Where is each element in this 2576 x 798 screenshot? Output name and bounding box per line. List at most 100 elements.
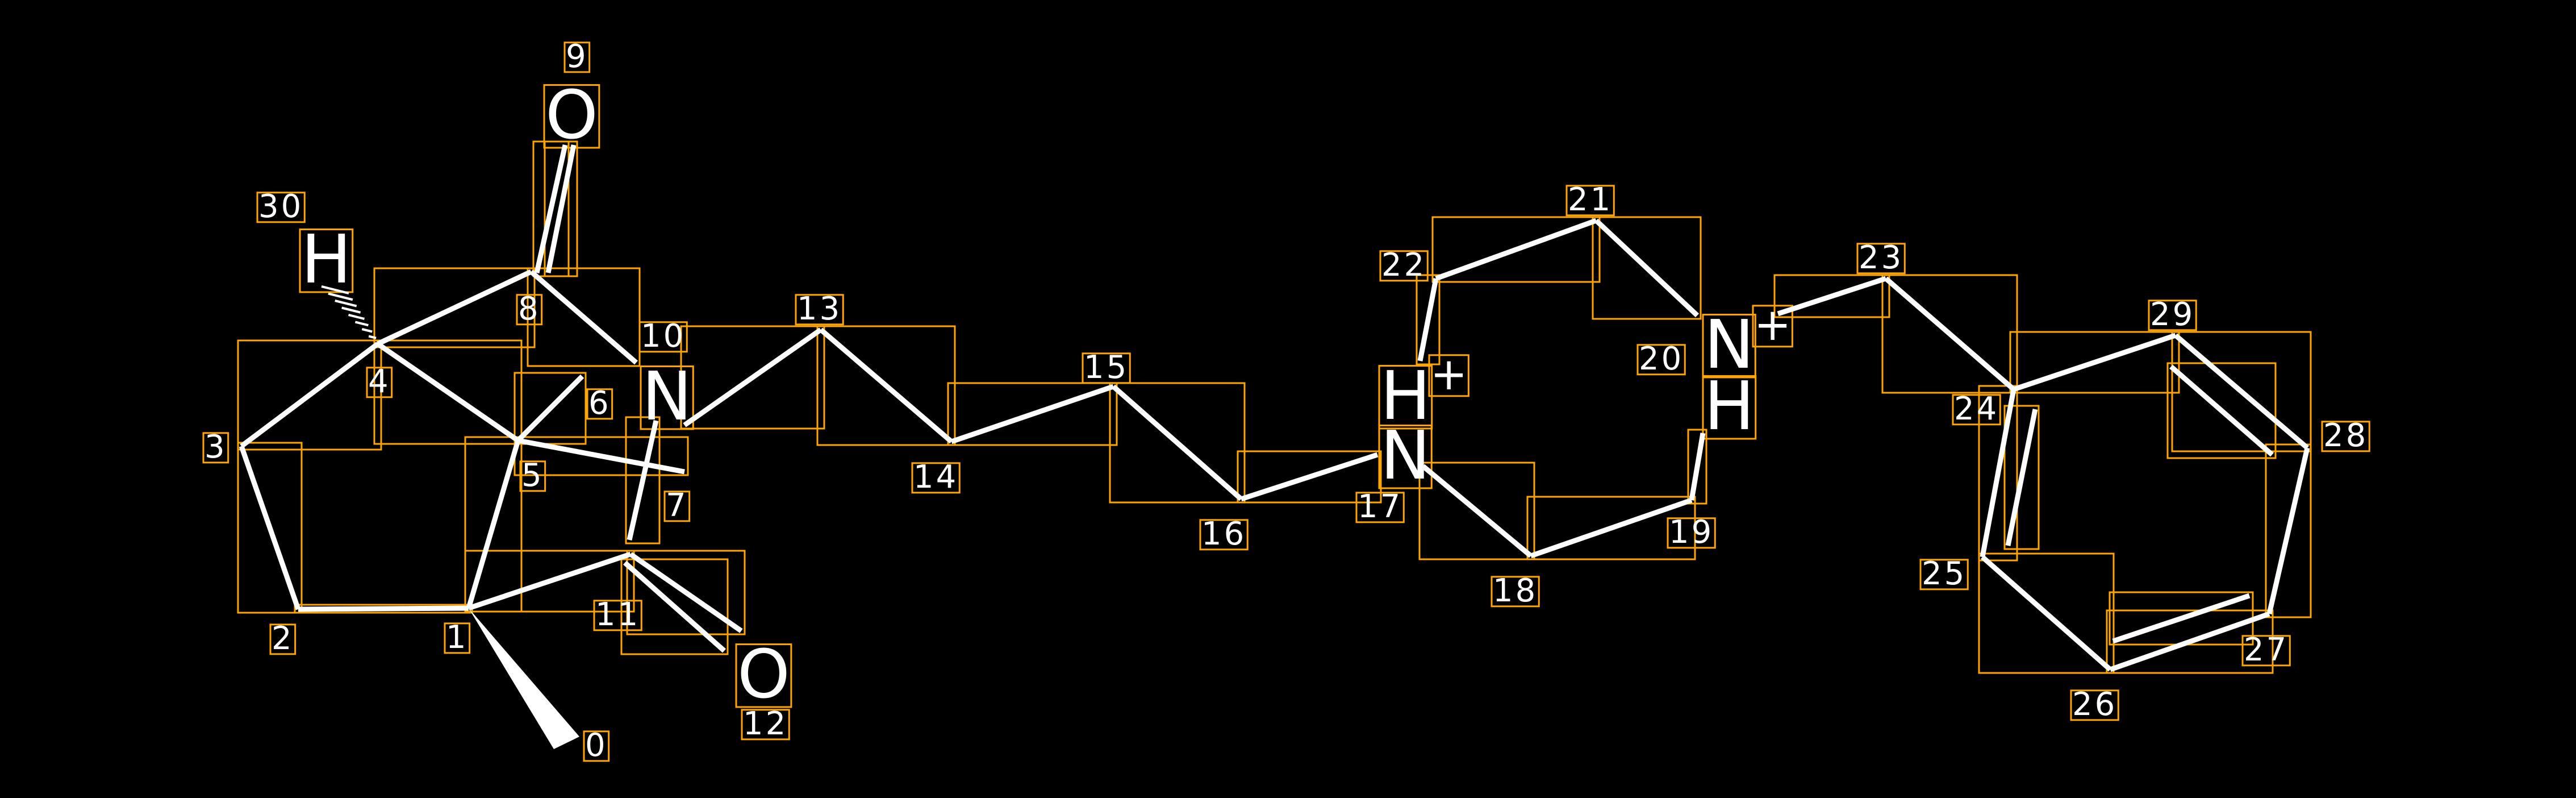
bond-line: [950, 384, 1114, 444]
label-box: [640, 365, 694, 430]
label-box: [2241, 635, 2291, 667]
bond-box: [513, 372, 587, 445]
wedge-bond: [469, 608, 579, 749]
bond-line: [1981, 555, 2112, 672]
bonds: [239, 144, 2310, 749]
bond-line: [683, 327, 823, 427]
bond-line: [1980, 389, 2016, 558]
bond-line: [517, 438, 685, 475]
bond-line: [1417, 278, 1439, 361]
atom-index-7: 7: [666, 487, 688, 524]
label-box: [1355, 492, 1405, 523]
bond-line: [376, 342, 520, 443]
bond-box: [237, 442, 303, 614]
label-box: [1919, 559, 1969, 591]
bond-box: [626, 550, 746, 635]
label-box: [1952, 394, 2001, 426]
bond-line: [240, 342, 379, 448]
bond-box: [2166, 362, 2277, 459]
bond-line: [1240, 452, 1379, 502]
label-box: [911, 462, 961, 494]
bond-box: [1978, 552, 2115, 674]
atom-index-30: 30: [258, 188, 303, 225]
atom-n10: N: [642, 357, 692, 435]
bond-line: [2005, 409, 2038, 546]
bond-box: [1237, 450, 1382, 504]
bond-box: [2009, 331, 2180, 394]
hash-bond-line: [348, 314, 365, 320]
label-box: [256, 192, 306, 223]
atom-index-5: 5: [521, 457, 544, 494]
label-box: [1636, 344, 1686, 376]
hash-bond-line: [341, 306, 361, 314]
label-box: [583, 730, 610, 762]
atom-index-15: 15: [1084, 349, 1129, 386]
hash-bond-line: [335, 300, 357, 307]
bond-line: [529, 269, 638, 365]
label-box: [1199, 519, 1249, 551]
hash-bond-line: [328, 292, 353, 301]
atom-index-21: 21: [1568, 181, 1613, 218]
atom-index-24: 24: [1954, 390, 1999, 427]
bond-line: [1530, 497, 1693, 559]
bond-line: [2109, 611, 2270, 672]
atom-index-28: 28: [2323, 417, 2368, 454]
atom-h17: H: [1380, 356, 1431, 435]
bond-line: [534, 144, 568, 273]
atom-index-3: 3: [204, 429, 227, 466]
atom-index-22: 22: [1381, 247, 1426, 284]
atom-index-19: 19: [1669, 514, 1714, 551]
label-box: [1378, 425, 1433, 489]
bond-box: [464, 550, 635, 613]
atom-index-27: 27: [2244, 631, 2289, 668]
bond-line: [1777, 276, 1887, 317]
atom-index-6: 6: [588, 385, 611, 422]
bond-box: [237, 339, 382, 451]
bond-line: [467, 551, 632, 611]
label-box: [1565, 185, 1615, 217]
bond-box: [1881, 274, 2018, 394]
atom-o12: O: [737, 635, 790, 713]
bond-line: [1421, 464, 1533, 558]
label-box: [202, 432, 229, 464]
atom-index-13: 13: [797, 290, 842, 327]
bond-line: [1594, 218, 1700, 318]
hash-bond-line: [354, 321, 369, 327]
atom-index-10: 10: [641, 318, 686, 355]
atom-index-9: 9: [566, 38, 588, 75]
bond-box: [680, 325, 825, 430]
bond-box: [620, 558, 729, 655]
label-box: [1428, 354, 1469, 397]
label-box: [586, 388, 613, 420]
bond-box: [1526, 496, 1696, 560]
label-box: [1379, 250, 1429, 282]
bond-line: [629, 552, 743, 633]
label-box: [299, 228, 354, 293]
atom-index-0: 0: [585, 727, 608, 764]
atom-index-2: 2: [272, 620, 294, 657]
label-box: [741, 709, 790, 741]
label-box: [1752, 305, 1793, 348]
label-box: [1491, 576, 1540, 608]
label-box: [2148, 300, 2197, 331]
atom-n20: N: [1704, 305, 1754, 384]
atom-index-8: 8: [518, 290, 541, 327]
label-box: [1667, 517, 1716, 549]
hash-bond-line: [321, 285, 349, 294]
bond-line: [627, 420, 659, 541]
bond-box: [2265, 443, 2312, 618]
bond-box: [1431, 216, 1601, 283]
atom-index-17: 17: [1358, 488, 1402, 525]
atom-index-1: 1: [446, 619, 469, 656]
bond-box: [1109, 382, 1246, 504]
bond-line: [377, 269, 532, 347]
atom-h20: H: [1704, 367, 1755, 445]
atom-o9: O: [545, 76, 598, 154]
bond-box: [1687, 429, 1707, 505]
atom-index-4: 4: [368, 363, 391, 400]
labels: O H N O H N + N H +: [301, 76, 1791, 713]
atom-index-18: 18: [1493, 572, 1538, 609]
bond-line: [1112, 384, 1243, 501]
